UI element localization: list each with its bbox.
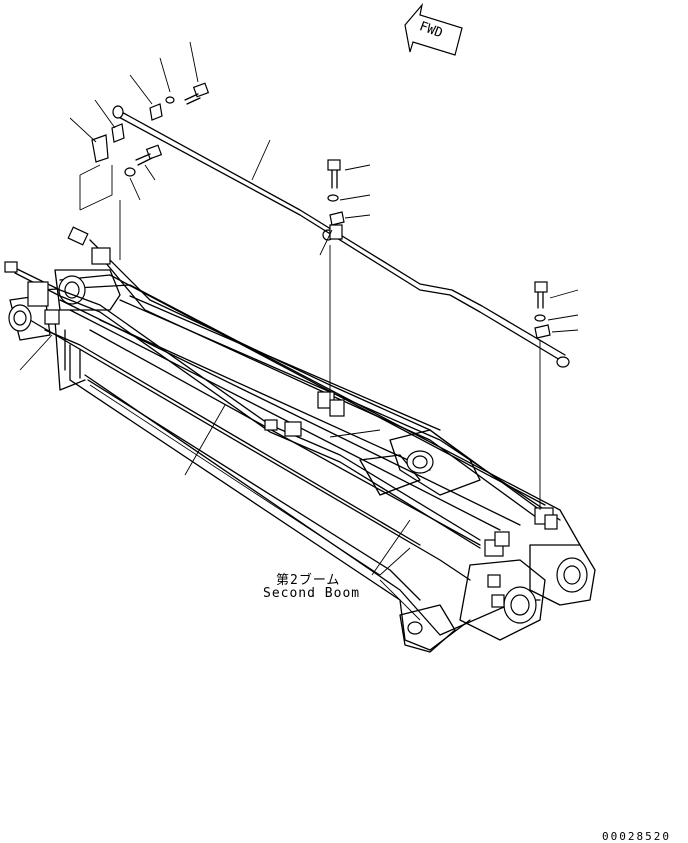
pin-bosses <box>8 275 588 635</box>
bolt-icon <box>135 82 548 309</box>
harness-clamps <box>4 226 558 608</box>
drawing-number: 00028520 <box>602 830 671 843</box>
fwd-arrow-icon: FWD <box>404 2 463 56</box>
wire-harness <box>14 239 541 549</box>
rod-assembly <box>112 105 570 368</box>
component-label-english: Second Boom <box>263 586 361 601</box>
assembly-lines <box>329 245 541 510</box>
component-label-japanese: 第2ブーム <box>276 573 341 588</box>
leader-lines <box>19 41 579 476</box>
